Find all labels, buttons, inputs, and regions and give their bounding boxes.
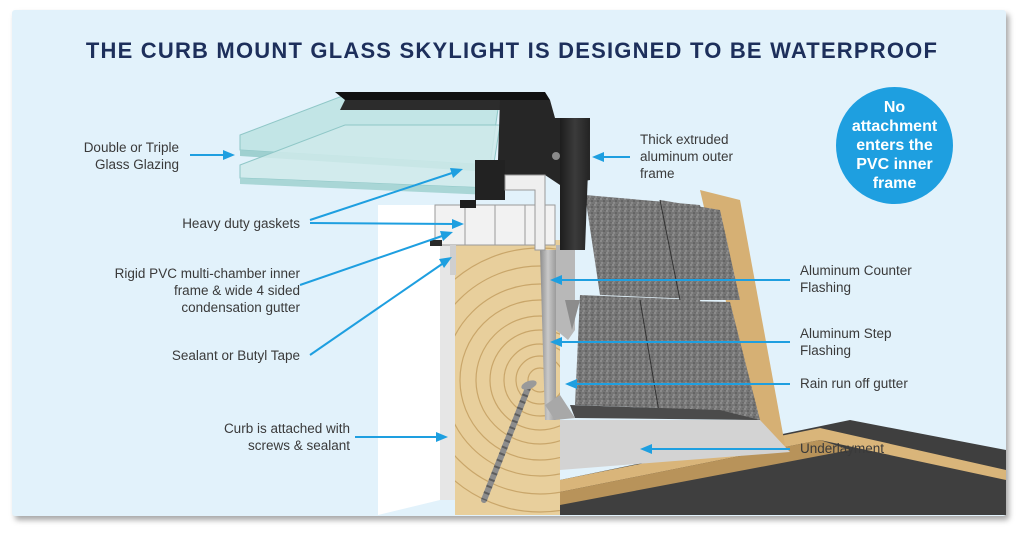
callout-line-4: PVC inner xyxy=(856,156,933,173)
glass-glazing xyxy=(239,94,505,200)
label-pvc-frame-line-1: Rigid PVC multi-chamber inner xyxy=(114,266,300,281)
label-underlayment: Underlayment xyxy=(800,440,884,457)
callout-badge: No attachment enters the PVC inner frame xyxy=(836,87,953,204)
callout-line-2: attachment xyxy=(851,118,938,135)
label-curb-line-2: screws & sealant xyxy=(247,438,350,453)
interior-wall xyxy=(378,205,458,515)
label-outer-frame-line-1: Thick extruded xyxy=(640,132,729,147)
label-pvc-frame-line-3: condensation gutter xyxy=(181,300,300,315)
label-outer-frame-line-2: aluminum outer xyxy=(640,149,734,164)
label-rain-gutter-line-1: Rain run off gutter xyxy=(800,376,908,391)
label-counter-flashing: Aluminum Counter Flashing xyxy=(800,262,912,296)
label-glazing: Double or Triple Glass Glazing xyxy=(84,139,179,173)
label-outer-frame-line-3: frame xyxy=(640,166,675,181)
label-outer-frame: Thick extruded aluminum outer frame xyxy=(640,131,733,182)
label-pvc-frame-line-2: frame & wide 4 sided xyxy=(173,283,300,298)
label-rain-gutter: Rain run off gutter xyxy=(800,375,908,392)
label-sealant-line-1: Sealant or Butyl Tape xyxy=(171,348,300,363)
roof-shingles xyxy=(570,195,760,420)
diagram-title: THE CURB MOUNT GLASS SKYLIGHT IS DESIGNE… xyxy=(85,38,939,63)
curb-screw xyxy=(481,380,537,503)
step-flashing xyxy=(540,250,575,420)
label-step-flashing: Aluminum Step Flashing xyxy=(800,325,892,359)
label-curb: Curb is attached with screws & sealant xyxy=(224,420,350,454)
label-step-flashing-line-2: Flashing xyxy=(800,343,852,358)
aluminum-outer-frame xyxy=(335,92,590,251)
label-counter-flashing-line-2: Flashing xyxy=(800,280,852,295)
callout-line-3: enters the xyxy=(856,137,933,154)
label-glazing-line-1: Double or Triple xyxy=(83,140,179,155)
label-gaskets-line-1: Heavy duty gaskets xyxy=(182,216,300,231)
label-underlayment-line-1: Underlayment xyxy=(800,441,885,456)
label-curb-line-1: Curb is attached with xyxy=(223,421,350,436)
label-pvc-frame: Rigid PVC multi-chamber inner frame & wi… xyxy=(115,265,300,316)
underlayment xyxy=(545,420,790,470)
label-glazing-line-2: Glass Glazing xyxy=(94,157,179,172)
label-step-flashing-line-1: Aluminum Step xyxy=(800,326,892,341)
counter-flashing xyxy=(556,245,580,340)
callout-badge-text: No attachment enters the PVC inner frame xyxy=(852,98,937,193)
callout-line-1: No xyxy=(883,99,906,116)
label-sealant: Sealant or Butyl Tape xyxy=(172,347,300,364)
label-gaskets: Heavy duty gaskets xyxy=(182,215,300,232)
callout-lines xyxy=(190,150,790,454)
label-counter-flashing-line-1: Aluminum Counter xyxy=(800,263,912,278)
callout-line-5: frame xyxy=(872,175,917,192)
